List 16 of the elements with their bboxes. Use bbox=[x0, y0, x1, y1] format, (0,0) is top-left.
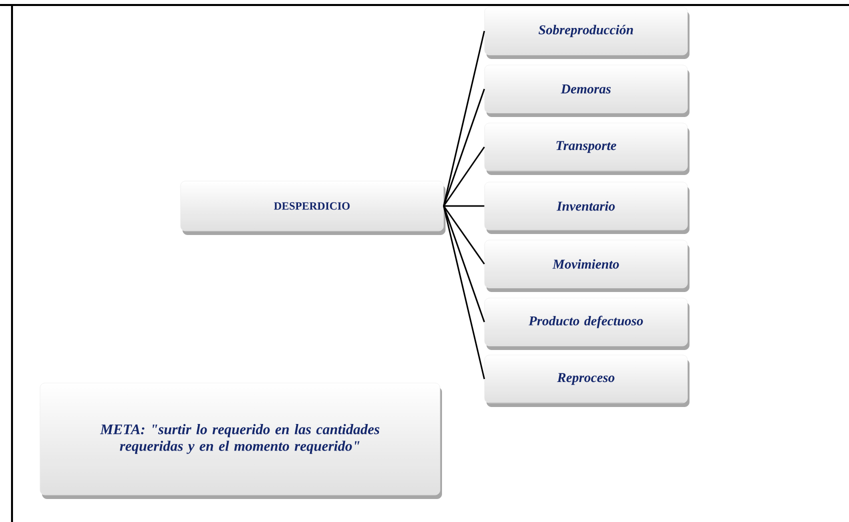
connector-line bbox=[443, 88, 486, 206]
waste-type-box: Reproceso bbox=[484, 354, 690, 407]
waste-type-box: Transporte bbox=[484, 122, 690, 175]
connector-line bbox=[443, 206, 485, 264]
connector-line bbox=[442, 206, 486, 380]
connector-line bbox=[443, 146, 485, 206]
category-box: DESPERDICIO bbox=[180, 180, 446, 235]
connector-line bbox=[443, 206, 486, 322]
waste-type-box: Inventario bbox=[484, 182, 690, 234]
waste-type-box: Sobreproducción bbox=[484, 6, 690, 59]
connector-line bbox=[442, 30, 486, 206]
connector-line bbox=[444, 205, 484, 207]
waste-type-box: Demoras bbox=[484, 64, 690, 117]
goal-box: META: "surtir lo requerido en las cantidades requeridas y en el momento requerido" bbox=[40, 382, 442, 499]
waste-type-box: Movimiento bbox=[484, 240, 690, 292]
waste-type-box: Producto defectuoso bbox=[484, 298, 690, 350]
